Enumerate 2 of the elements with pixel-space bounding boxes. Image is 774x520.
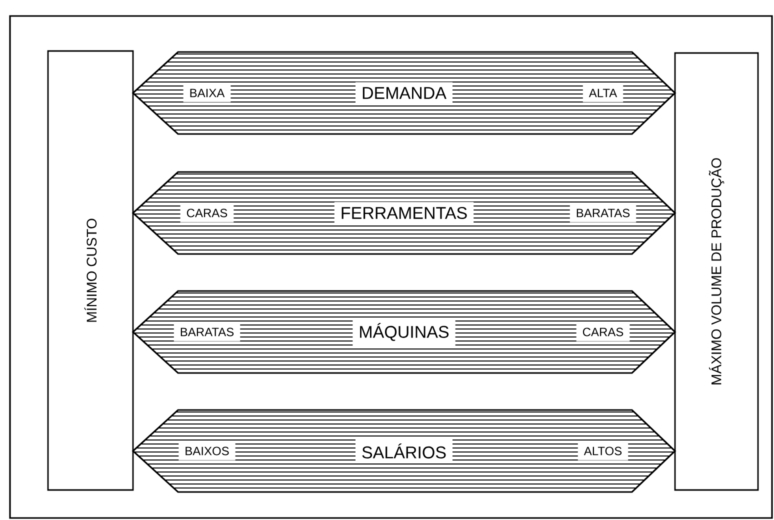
side-box: MÍNIMO CUSTO: [47, 50, 134, 491]
side-box: MÁXIMO VOLUME DE PRODUÇÃO: [674, 52, 759, 491]
